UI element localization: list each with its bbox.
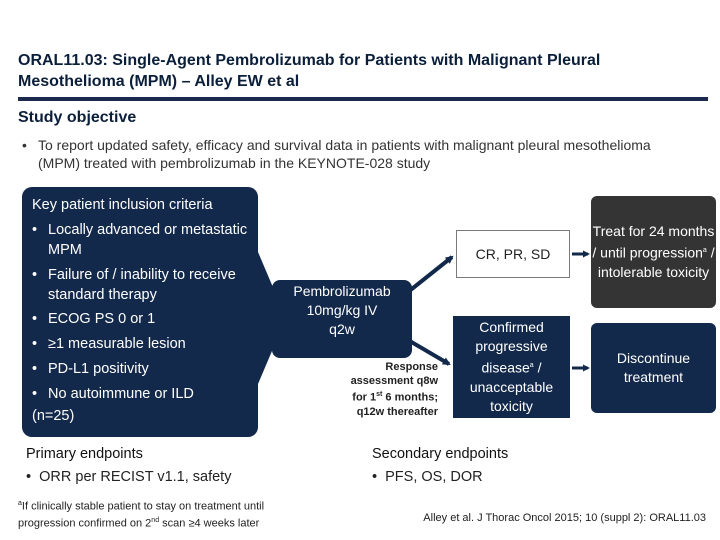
criteria-item-text: ≥1 measurable lesion [48, 336, 186, 352]
arrow-to-cr [406, 255, 454, 294]
pd-text: / unacceptable toxicity [469, 359, 554, 414]
discontinue-box: Discontinue treatment [591, 323, 716, 413]
objective-heading: Study objective [18, 109, 137, 126]
criteria-item: • Locally advanced or metastatic MPM [32, 220, 252, 260]
pd-sup: a [529, 362, 534, 370]
sample-size: (n=25) [32, 408, 75, 424]
primary-endpoint-item: • ORR per RECIST v1.1, safety [26, 469, 231, 485]
secondary-endpoint-text: PFS, OS, DOR [385, 469, 483, 485]
resp-line: for 1st 6 months; [330, 388, 438, 405]
objective-text: • To report updated safety, efficacy and… [22, 136, 672, 172]
objective-bullet-text: To report updated safety, efficacy and s… [38, 137, 651, 171]
criteria-item-text: ECOG PS 0 or 1 [48, 311, 156, 327]
bullet-icon: • [32, 336, 38, 352]
bullet-icon: • [32, 361, 38, 377]
bullet-icon: • [26, 469, 32, 485]
treat-sup: a [702, 247, 707, 255]
bullet-icon: • [32, 222, 38, 238]
treat-continue-box: Treat for 24 months / until progressiona… [591, 196, 716, 308]
treatment-dose: 10mg/kg IV [306, 302, 378, 318]
criteria-item: • No autoimmune or ILD [32, 384, 252, 404]
primary-endpoint-text: ORR per RECIST v1.1, safety [39, 469, 232, 485]
progressive-disease-box: Confirmed progressive diseasea / unaccep… [453, 316, 570, 418]
treatment-drug: Pembrolizumab [293, 283, 391, 299]
treat-text: / intolerable toxicity [597, 244, 715, 280]
criteria-item-text: No autoimmune or ILD [48, 386, 194, 402]
footnote: aIf clinically stable patient to stay on… [18, 497, 308, 530]
resp-line: Response [385, 361, 438, 373]
response-assessment-note: Response assessment q8w for 1st 6 months… [330, 360, 438, 419]
criteria-item: • Failure of / inability to receive stan… [32, 265, 252, 305]
resp-line: q12w thereafter [356, 405, 438, 418]
treatment-schedule: q2w [329, 321, 355, 337]
footnote-sup: a [18, 500, 22, 507]
treatment-box: Pembrolizumab 10mg/kg IV q2w [272, 280, 412, 358]
arrow-to-pd [406, 338, 451, 366]
resp-line: assessment q8w [350, 375, 438, 387]
criteria-item: • PD-L1 positivity [32, 359, 252, 379]
criteria-item: • ECOG PS 0 or 1 [32, 309, 252, 329]
inclusion-criteria-box: Key patient inclusion criteria • Locally… [22, 187, 258, 437]
bullet-icon: • [32, 267, 38, 283]
criteria-item-text: Locally advanced or metastatic MPM [48, 222, 248, 258]
criteria-item-text: PD-L1 positivity [48, 361, 149, 377]
resp-text: 6 months; [382, 391, 438, 404]
resp-sup: st [376, 391, 383, 398]
cr-pr-sd-box: CR, PR, SD [456, 230, 570, 278]
pd-text: Confirmed progressive disease [475, 319, 548, 376]
treat-text: Treat for 24 months / until progression [592, 223, 715, 261]
criteria-item-text: Failure of / inability to receive standa… [48, 267, 236, 303]
slide-title: ORAL11.03: Single-Agent Pembrolizumab fo… [18, 52, 601, 90]
resp-text: for 1 [352, 391, 377, 404]
secondary-endpoint-item: • PFS, OS, DOR [372, 469, 483, 485]
footnote-text: If clinically stable patient to stay on … [18, 500, 265, 530]
bullet-icon: • [22, 137, 27, 153]
reference-citation: Alley et al. J Thorac Oncol 2015; 10 (su… [423, 512, 706, 524]
secondary-endpoints-heading: Secondary endpoints [372, 446, 509, 462]
footnote-text: scan ≥4 weeks later [159, 517, 260, 530]
bullet-icon: • [32, 386, 38, 402]
footnote-sup: nd [151, 516, 160, 524]
primary-endpoints-heading: Primary endpoints [26, 446, 143, 462]
criteria-item: • ≥1 measurable lesion [32, 334, 252, 354]
title-divider [18, 97, 708, 101]
criteria-heading: Key patient inclusion criteria [32, 197, 213, 213]
bullet-icon: • [32, 311, 38, 327]
bullet-icon: • [372, 469, 378, 485]
